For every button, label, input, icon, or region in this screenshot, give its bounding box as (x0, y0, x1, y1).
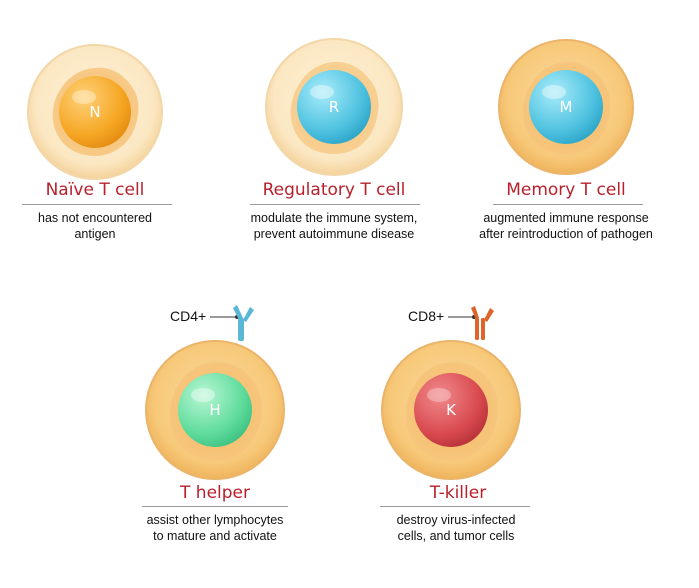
description-line: destroy virus-infected (396, 513, 516, 527)
cell-title-memory: Memory T cell (506, 180, 626, 200)
nucleus-highlight (72, 90, 96, 104)
nucleus (529, 70, 603, 144)
t-helper-cell: H (145, 305, 285, 480)
memory-t-cell: M (498, 39, 634, 175)
cd4-receptor-icon (210, 305, 254, 341)
cell-description-memory: augmented immune response after reintrod… (466, 210, 666, 242)
receptor-arm-right (484, 308, 494, 322)
nucleus (178, 373, 252, 447)
cell-description-regulatory: modulate the immune system, prevent auto… (234, 210, 434, 242)
description-line: modulate the immune system, (250, 211, 418, 225)
t-killer-cell: K (381, 306, 521, 480)
title-divider (22, 204, 172, 205)
receptor-arm-left (233, 305, 243, 320)
title-divider (142, 506, 288, 507)
nucleus-highlight (191, 388, 215, 402)
cd8-marker-label: CD8+ (408, 308, 445, 324)
nucleus (59, 76, 131, 148)
description-line: augmented immune response (483, 211, 649, 225)
naive-t-cell: N (27, 44, 163, 180)
cell-title-naive: Naïve T cell (45, 180, 145, 200)
title-divider (493, 204, 643, 205)
description-line: after reintroduction of pathogen (479, 227, 653, 241)
receptor-stem-right (481, 318, 485, 340)
nucleus-letter: M (560, 98, 573, 116)
nucleus (414, 373, 488, 447)
description-line: antigen (74, 227, 116, 241)
cell-description-naive: has not encountered antigen (10, 210, 180, 242)
cd4-marker-label: CD4+ (170, 308, 207, 324)
cell-description-t-helper: assist other lymphocytes to mature and a… (125, 512, 305, 544)
nucleus-letter: R (329, 98, 339, 116)
nucleus (297, 70, 371, 144)
description-line: to mature and activate (153, 529, 277, 543)
description-line: prevent autoimmune disease (253, 227, 415, 241)
description-line: cells, and tumor cells (397, 529, 515, 543)
nucleus-highlight (310, 85, 334, 99)
title-divider (380, 506, 530, 507)
cell-title-regulatory: Regulatory T cell (262, 180, 406, 200)
receptor-arm-right (243, 307, 254, 322)
cell-title-t-helper: T helper (180, 483, 250, 503)
regulatory-t-cell: R (265, 38, 403, 176)
receptor-stem (238, 318, 244, 341)
cell-description-t-killer: destroy virus-infected cells, and tumor … (366, 512, 546, 544)
nucleus-highlight (542, 85, 566, 99)
title-divider (250, 204, 420, 205)
cd8-receptor-icon (448, 306, 494, 340)
description-line: has not encountered (38, 211, 152, 225)
receptor-stem-left (475, 318, 479, 340)
receptor-arm-left (471, 306, 479, 320)
nucleus-letter: K (446, 401, 457, 419)
cell-title-t-killer: T-killer (429, 483, 487, 503)
nucleus-highlight (427, 388, 451, 402)
nucleus-letter: H (209, 401, 220, 419)
nucleus-letter: N (89, 103, 100, 121)
description-line: assist other lymphocytes (146, 513, 284, 527)
